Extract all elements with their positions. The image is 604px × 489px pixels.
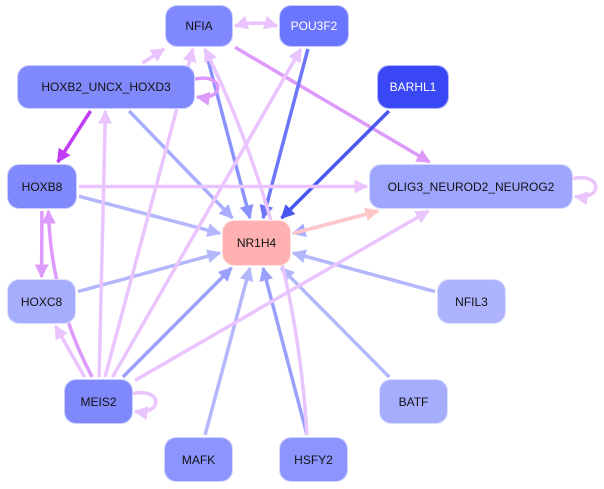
edge-hoxb2_uncx_hoxd3-to-nfia [141,47,166,65]
edge-meis2-to-hoxc8 [53,324,87,378]
edge-hsfy2-to-nr1h4 [259,266,309,436]
edge-mafk-to-nr1h4 [203,266,254,436]
node-nfia[interactable]: NFIA [165,5,233,47]
node-hoxb2-uncx-hoxd3[interactable]: HOXB2_UNCX_HOXD3 [17,65,195,109]
node-pou3f2[interactable]: POU3F2 [279,5,349,47]
node-nr1h4[interactable]: NR1H4 [222,220,291,266]
edge-batf-to-nr1h4 [280,266,391,379]
edge-meis2-to-pou3f2 [111,47,303,378]
node-barhl1[interactable]: BARHL1 [377,65,449,109]
edge-nfia-to-nr1h4 [203,48,254,220]
edge-hoxb2_uncx_hoxd3-to-hoxb8 [56,110,93,164]
node-nfil3[interactable]: NFIL3 [437,279,506,324]
edge-hoxc8-to-nr1h4 [77,249,222,294]
edge-meis2-to-nr1h4 [121,266,233,379]
edge-hoxb2_uncx_hoxd3-to-nr1h4 [127,109,234,220]
edge-barhl1-to-nr1h4 [280,109,391,220]
node-olig3-neurod2-neurog2[interactable]: OLIG3_NEUROD2_NEUROG2 [369,164,573,209]
edge-meis2-to-hoxb2_uncx_hoxd3 [97,109,113,378]
node-batf[interactable]: BATF [379,379,448,424]
edge-nfil3-to-nr1h4 [291,249,436,294]
node-mafk[interactable]: MAFK [164,437,233,482]
edge-olig3_neurod2_neurog2-to-olig3_neurod2_neurog2 [572,175,598,206]
edge-pou3f2-to-nr1h4 [259,48,310,220]
node-meis2[interactable]: MEIS2 [64,379,133,424]
edge-nfia-to-olig3_neurod2_neurog2 [234,45,431,164]
edge-hoxb2_uncx_hoxd3-to-hoxb2_uncx_hoxd3 [194,76,220,106]
edge-pou3f2-to-nfia [233,15,278,30]
node-hoxb8[interactable]: HOXB8 [7,164,77,209]
node-hsfy2[interactable]: HSFY2 [279,437,348,482]
edge-nr1h4-to-olig3_neurod2_neurog2 [292,207,380,236]
node-hoxc8[interactable]: HOXC8 [7,279,76,324]
edge-meis2-to-olig3_neurod2_neurog2 [134,209,430,382]
edge-meis2-to-meis2 [132,390,158,421]
